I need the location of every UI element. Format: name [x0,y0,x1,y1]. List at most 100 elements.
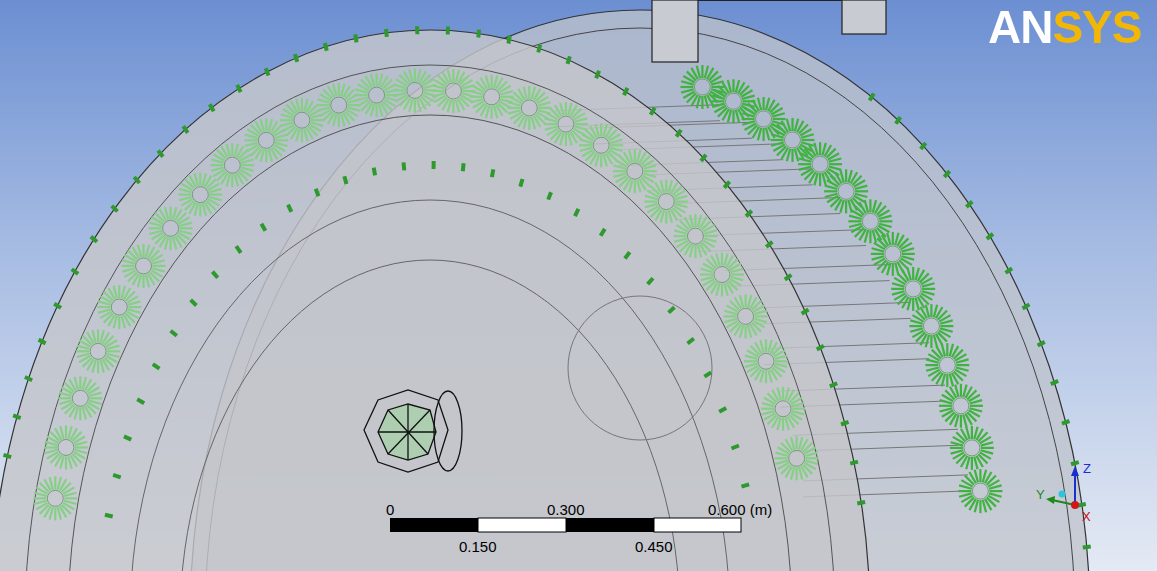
bolt-hole [224,157,240,173]
glyph-dash [801,134,814,137]
glyph-dash [199,204,201,217]
glyph-dash [762,411,775,414]
glyph-dash [724,319,737,322]
glyph-dash [665,180,667,193]
glyph-dash [855,186,868,189]
bracket [698,0,842,1]
glyph-dash [805,453,818,456]
axis-label: Z [1083,462,1091,475]
glyph-dash [775,457,788,459]
glyph-dash [955,385,958,398]
edge-tick [235,245,243,254]
glyph-dash [731,269,744,272]
glyph-dash [701,277,714,280]
glyph-dash [199,173,201,186]
bolt-glyph [761,387,805,431]
glyph-dash [165,207,168,220]
glyph-dash [773,118,786,120]
glyph-dash [68,456,71,469]
glyph-dash [791,149,793,162]
glyph-dash [960,415,962,428]
edge-tick [264,67,271,76]
glyph-dash [892,232,894,245]
glyph-dash [798,163,811,165]
glyph-dash [528,86,530,99]
edge-load-glyphs [3,26,1091,549]
glyph-dash [170,237,172,250]
glyph-dash [414,99,416,112]
glyph-dash [448,70,451,83]
glyph-dash [891,288,904,290]
glyph-dash [983,500,986,513]
glyph-dash [675,201,688,203]
bolt-glyph [848,199,892,243]
glyph-dash [348,104,361,106]
bolt-hole [687,228,703,244]
glyph-dash [311,119,324,121]
glyph-dash [338,114,340,127]
glyph-dash [680,86,693,88]
bolt-glyph [775,436,819,480]
edge-tick [506,35,511,44]
edge-tick [599,228,607,237]
glyph-dash [731,273,744,275]
glyph-dash [754,311,767,314]
glyph-dash [179,197,192,200]
glyph-dash [178,194,191,196]
glyph-dash [614,174,627,177]
glyph-dash [736,110,739,123]
glyph-dash [892,291,905,294]
edge-tick [353,34,358,43]
glyph-dash [765,370,767,383]
bolt-glyph [355,73,399,117]
glyph-dash [916,298,919,311]
bolt-hole [758,353,774,369]
glyph-dash [491,106,493,119]
glyph-dash [879,216,892,219]
glyph-dash [500,91,513,94]
glyph-dash [494,106,497,119]
glyph-dash [241,160,254,163]
glyph-dash [732,110,734,123]
edge-tick [372,167,377,176]
edge-tick [667,306,676,314]
glyph-dash [966,427,969,440]
bolt-glyph [680,65,724,109]
glyph-dash [424,89,437,91]
bolt-hole [939,357,955,373]
bolt-hole [905,281,921,297]
bolt-hole [972,483,988,499]
bolt-glyph [700,253,744,297]
edge-tick [189,298,198,306]
glyph-dash [912,267,914,280]
glyph-dash [227,144,230,157]
bolt-glyph [742,97,786,141]
glyph-dash [765,339,767,352]
edge-tick [566,56,572,65]
edge-tick [152,362,161,370]
edge-tick [623,251,631,260]
glyph-dash [75,442,88,445]
software-logo: ANSYS [988,4,1141,50]
bolt-glyph [149,206,193,250]
bolt-hole [407,82,423,98]
glyph-dash [64,493,77,496]
glyph-dash [879,220,892,222]
glyph-dash [892,263,894,276]
edge-tick [3,453,12,459]
glyph-dash [211,168,224,171]
glyph-dash [231,143,233,156]
glyph-dash [83,407,86,420]
glyph-dash [501,96,514,98]
edge-tick [801,308,810,316]
edge-tick [894,116,902,125]
glyph-dash [613,170,626,172]
glyph-dash [791,437,794,450]
glyph-dash [180,227,193,229]
glyph-dash [771,142,784,145]
edge-tick [384,29,389,37]
glyph-dash [170,206,172,219]
edge-tick [342,176,348,185]
bolt-hole [838,183,854,199]
glyph-dash [963,415,966,428]
